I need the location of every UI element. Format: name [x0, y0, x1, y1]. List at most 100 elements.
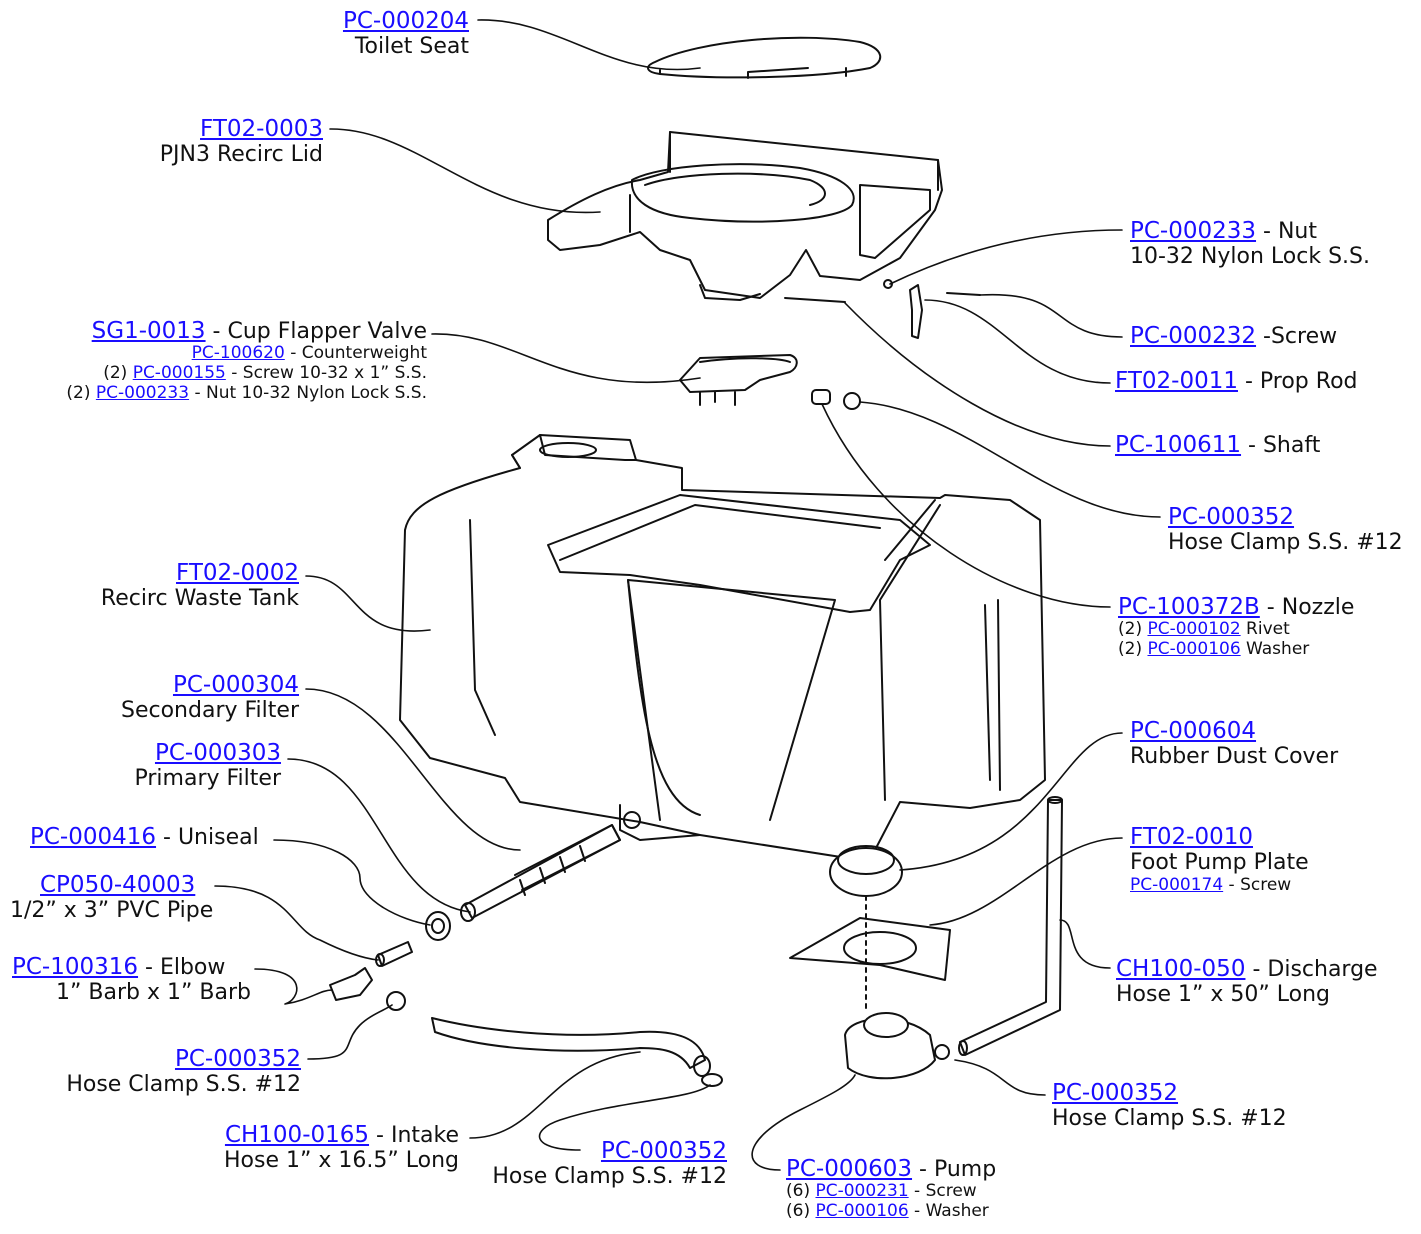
part-link-nozzle-rivet[interactable]: PC-000102 — [1147, 619, 1241, 640]
part-desc-nozzle-washer: Washer — [1240, 638, 1310, 659]
part-desc-uniseal: - Uniseal — [156, 825, 259, 850]
part-desc-clamp-mid: Hose Clamp S.S. #12 — [492, 1164, 727, 1190]
callout-foot-plate: FT02-0010 Foot Pump Plate PC-000174 - Sc… — [1130, 824, 1309, 895]
callout-pump: PC-000603 - Pump (6) PC-000231 - Screw (… — [786, 1156, 996, 1222]
callout-nut: PC-000233 - Nut 10-32 Nylon Lock S.S. — [1130, 218, 1370, 270]
part-link-foot-plate-screw[interactable]: PC-000174 — [1130, 874, 1224, 895]
part-desc-pump: - Pump — [912, 1157, 997, 1182]
qty-nozzle-rivet: (2) — [1118, 619, 1148, 640]
waste-tank-drawing — [399, 434, 1046, 861]
toilet-seat-drawing — [647, 36, 882, 79]
part-link-pump-screw[interactable]: PC-000231 — [815, 1181, 909, 1202]
part-desc-clamp-right: Hose Clamp S.S. #12 — [1168, 530, 1403, 556]
qty-flapper-screw: (2) — [103, 362, 133, 383]
part-link-toilet-seat[interactable]: PC-000204 — [342, 8, 469, 34]
callout-flapper-valve: SG1-0013 - Cup Flapper Valve PC-100620 -… — [66, 318, 427, 403]
callout-prop-rod: FT02-0011 - Prop Rod — [1115, 368, 1358, 394]
part-desc-counterweight: - Counterweight — [284, 343, 427, 364]
part-link-clamp-right[interactable]: PC-000352 — [1168, 504, 1295, 530]
part-desc-waste-tank: Recirc Waste Tank — [100, 586, 299, 612]
part-link-primary-filter[interactable]: PC-000303 — [154, 740, 281, 766]
part-desc-pump-screw: - Screw — [908, 1181, 977, 1202]
part-link-waste-tank[interactable]: FT02-0002 — [176, 560, 299, 586]
pump-assembly-drawing — [789, 845, 951, 1080]
part-link-shaft[interactable]: PC-100611 — [1115, 432, 1242, 458]
callout-screw: PC-000232 -Screw — [1130, 323, 1337, 349]
part-link-discharge-hose[interactable]: CH100-050 — [1116, 956, 1246, 982]
part-link-clamp-pump[interactable]: PC-000352 — [1052, 1080, 1179, 1106]
part-link-nut[interactable]: PC-000233 — [1130, 218, 1257, 244]
elbow-clamp-drawing — [329, 967, 406, 1011]
part-desc2-nut: 10-32 Nylon Lock S.S. — [1130, 244, 1370, 270]
callout-nozzle: PC-100372B - Nozzle (2) PC-000102 Rivet … — [1118, 594, 1354, 660]
callout-intake-hose: CH100-0165 - Intake Hose 1” x 16.5” Long — [224, 1122, 459, 1174]
part-desc-intake-hose: - Intake — [369, 1123, 459, 1148]
flapper-valve-drawing — [679, 354, 798, 406]
callout-toilet-seat: PC-000204 Toilet Seat — [343, 8, 469, 60]
qty-flapper-nut: (2) — [66, 382, 96, 403]
part-desc-flapper-valve: - Cup Flapper Valve — [205, 319, 427, 344]
callout-waste-tank: FT02-0002 Recirc Waste Tank — [101, 560, 299, 612]
part-desc-primary-filter: Primary Filter — [134, 766, 282, 792]
callout-primary-filter: PC-000303 Primary Filter — [135, 740, 282, 792]
part-desc2-elbow: 1” Barb x 1” Barb — [56, 980, 251, 1006]
leader-lines — [214, 19, 1161, 1171]
part-desc-toilet-seat: Toilet Seat — [354, 34, 469, 60]
part-desc-foot-plate-screw: - Screw — [1223, 874, 1292, 895]
qty-pump-washer: (6) — [786, 1200, 816, 1221]
part-desc-foot-plate: Foot Pump Plate — [1130, 850, 1309, 876]
callout-secondary-filter: PC-000304 Secondary Filter — [121, 672, 299, 724]
part-link-secondary-filter[interactable]: PC-000304 — [172, 672, 299, 698]
part-desc-prop-rod: - Prop Rod — [1237, 369, 1358, 394]
part-desc-flapper-screw: - Screw 10-32 x 1” S.S. — [225, 362, 427, 383]
callout-dust-cover: PC-000604 Rubber Dust Cover — [1130, 718, 1338, 770]
callout-uniseal: PC-000416 - Uniseal — [30, 824, 259, 850]
part-desc-clamp-pump: Hose Clamp S.S. #12 — [1052, 1106, 1287, 1132]
part-link-screw[interactable]: PC-000232 — [1130, 323, 1257, 349]
part-desc-secondary-filter: Secondary Filter — [121, 698, 299, 724]
callout-clamp-right: PC-000352 Hose Clamp S.S. #12 — [1168, 504, 1403, 556]
part-desc-flapper-nut: - Nut 10-32 Nylon Lock S.S. — [189, 382, 427, 403]
part-desc2-discharge-hose: Hose 1” x 50” Long — [1116, 982, 1331, 1008]
part-desc-discharge-hose: - Discharge — [1245, 957, 1378, 982]
part-link-pump[interactable]: PC-000603 — [786, 1156, 913, 1182]
callout-pvc-pipe: CP050-40003 1/2” x 3” PVC Pipe — [10, 872, 213, 924]
part-link-clamp-mid[interactable]: PC-000352 — [600, 1138, 727, 1164]
part-link-dust-cover[interactable]: PC-000604 — [1130, 718, 1257, 744]
part-link-pvc-pipe[interactable]: CP050-40003 — [40, 872, 196, 898]
part-link-uniseal[interactable]: PC-000416 — [30, 824, 157, 850]
part-desc-screw: -Screw — [1256, 324, 1338, 349]
part-link-elbow[interactable]: PC-100316 — [12, 954, 139, 980]
callout-discharge-hose: CH100-050 - Discharge Hose 1” x 50” Long — [1116, 956, 1378, 1008]
part-desc-nozzle: - Nozzle — [1259, 595, 1355, 620]
part-link-pump-washer[interactable]: PC-000106 — [815, 1200, 909, 1221]
callout-clamp-pump: PC-000352 Hose Clamp S.S. #12 — [1052, 1080, 1287, 1132]
recirc-lid-drawing — [547, 131, 943, 301]
part-desc-dust-cover: Rubber Dust Cover — [1130, 744, 1339, 770]
part-link-flapper-valve[interactable]: SG1-0013 — [91, 318, 206, 344]
part-link-recirc-lid[interactable]: FT02-0003 — [200, 116, 323, 142]
part-link-counterweight[interactable]: PC-100620 — [191, 343, 285, 364]
part-desc2-intake-hose: Hose 1” x 16.5” Long — [223, 1148, 459, 1174]
part-link-prop-rod[interactable]: FT02-0011 — [1115, 368, 1238, 394]
part-link-intake-hose[interactable]: CH100-0165 — [224, 1122, 370, 1148]
part-desc-pump-washer: - Washer — [908, 1200, 989, 1221]
part-link-flapper-nut[interactable]: PC-000233 — [95, 382, 190, 403]
part-link-nozzle[interactable]: PC-100372B — [1118, 594, 1260, 620]
part-desc-pvc-pipe: 1/2” x 3” PVC Pipe — [10, 898, 214, 924]
callout-recirc-lid: FT02-0003 PJN3 Recirc Lid — [160, 116, 323, 168]
part-link-nozzle-washer[interactable]: PC-000106 — [1147, 638, 1241, 659]
part-link-flapper-screw[interactable]: PC-000155 — [132, 362, 226, 383]
nut-screw-proprod-drawing — [784, 279, 981, 339]
callout-clamp-left: PC-000352 Hose Clamp S.S. #12 — [66, 1046, 301, 1098]
part-desc-nozzle-rivet: Rivet — [1240, 619, 1290, 640]
callout-elbow: PC-100316 - Elbow 1” Barb x 1” Barb — [12, 954, 251, 1006]
part-desc-elbow: - Elbow — [138, 955, 226, 980]
filters-drawing — [375, 824, 621, 967]
discharge-hose-drawing — [958, 796, 1063, 1056]
part-link-clamp-left[interactable]: PC-000352 — [174, 1046, 301, 1072]
part-link-foot-plate[interactable]: FT02-0010 — [1130, 824, 1253, 850]
part-desc-recirc-lid: PJN3 Recirc Lid — [159, 142, 323, 168]
callout-clamp-mid: PC-000352 Hose Clamp S.S. #12 — [492, 1138, 727, 1190]
